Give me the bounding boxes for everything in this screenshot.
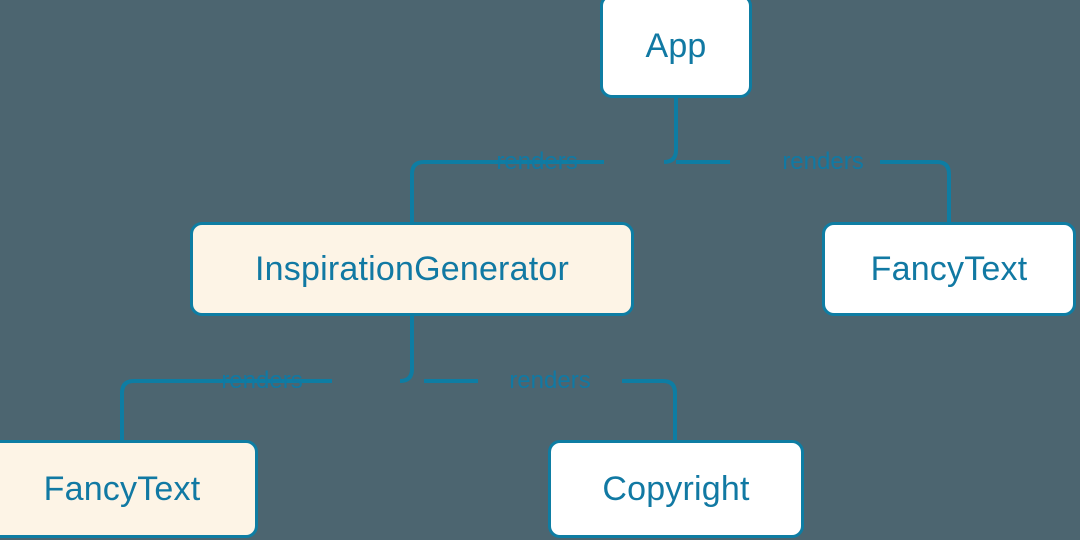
edge-inspiration-to-fancytext-left bbox=[120, 379, 332, 440]
node-copyright[interactable]: Copyright bbox=[548, 440, 804, 538]
edge-label-inspiration-to-fancytext-left: renders bbox=[221, 367, 303, 394]
node-app[interactable]: App bbox=[600, 0, 752, 98]
edge-app-trunk bbox=[663, 98, 678, 164]
node-fancytext-left[interactable]: FancyText bbox=[0, 440, 258, 538]
edge-inspiration-trunk bbox=[399, 316, 414, 383]
edge-label-app-to-fancytext-right: renders bbox=[782, 148, 864, 175]
node-fancytext-left-label: FancyText bbox=[43, 469, 201, 508]
node-fancytext-right-label: FancyText bbox=[870, 249, 1028, 288]
node-inspiration-generator[interactable]: InspirationGenerator bbox=[190, 222, 634, 316]
edge-label-app-to-inspiration: renders bbox=[496, 148, 578, 175]
edge-app-right-run bbox=[880, 160, 951, 222]
edge-app-to-inspiration bbox=[410, 160, 604, 222]
edge-label-inspiration-to-copyright: renders bbox=[509, 367, 591, 394]
node-inspiration-generator-label: InspirationGenerator bbox=[255, 249, 569, 288]
edge-inspiration-right-run bbox=[622, 379, 677, 440]
node-app-label: App bbox=[645, 26, 707, 65]
node-fancytext-right[interactable]: FancyText bbox=[822, 222, 1076, 316]
node-copyright-label: Copyright bbox=[602, 469, 750, 508]
